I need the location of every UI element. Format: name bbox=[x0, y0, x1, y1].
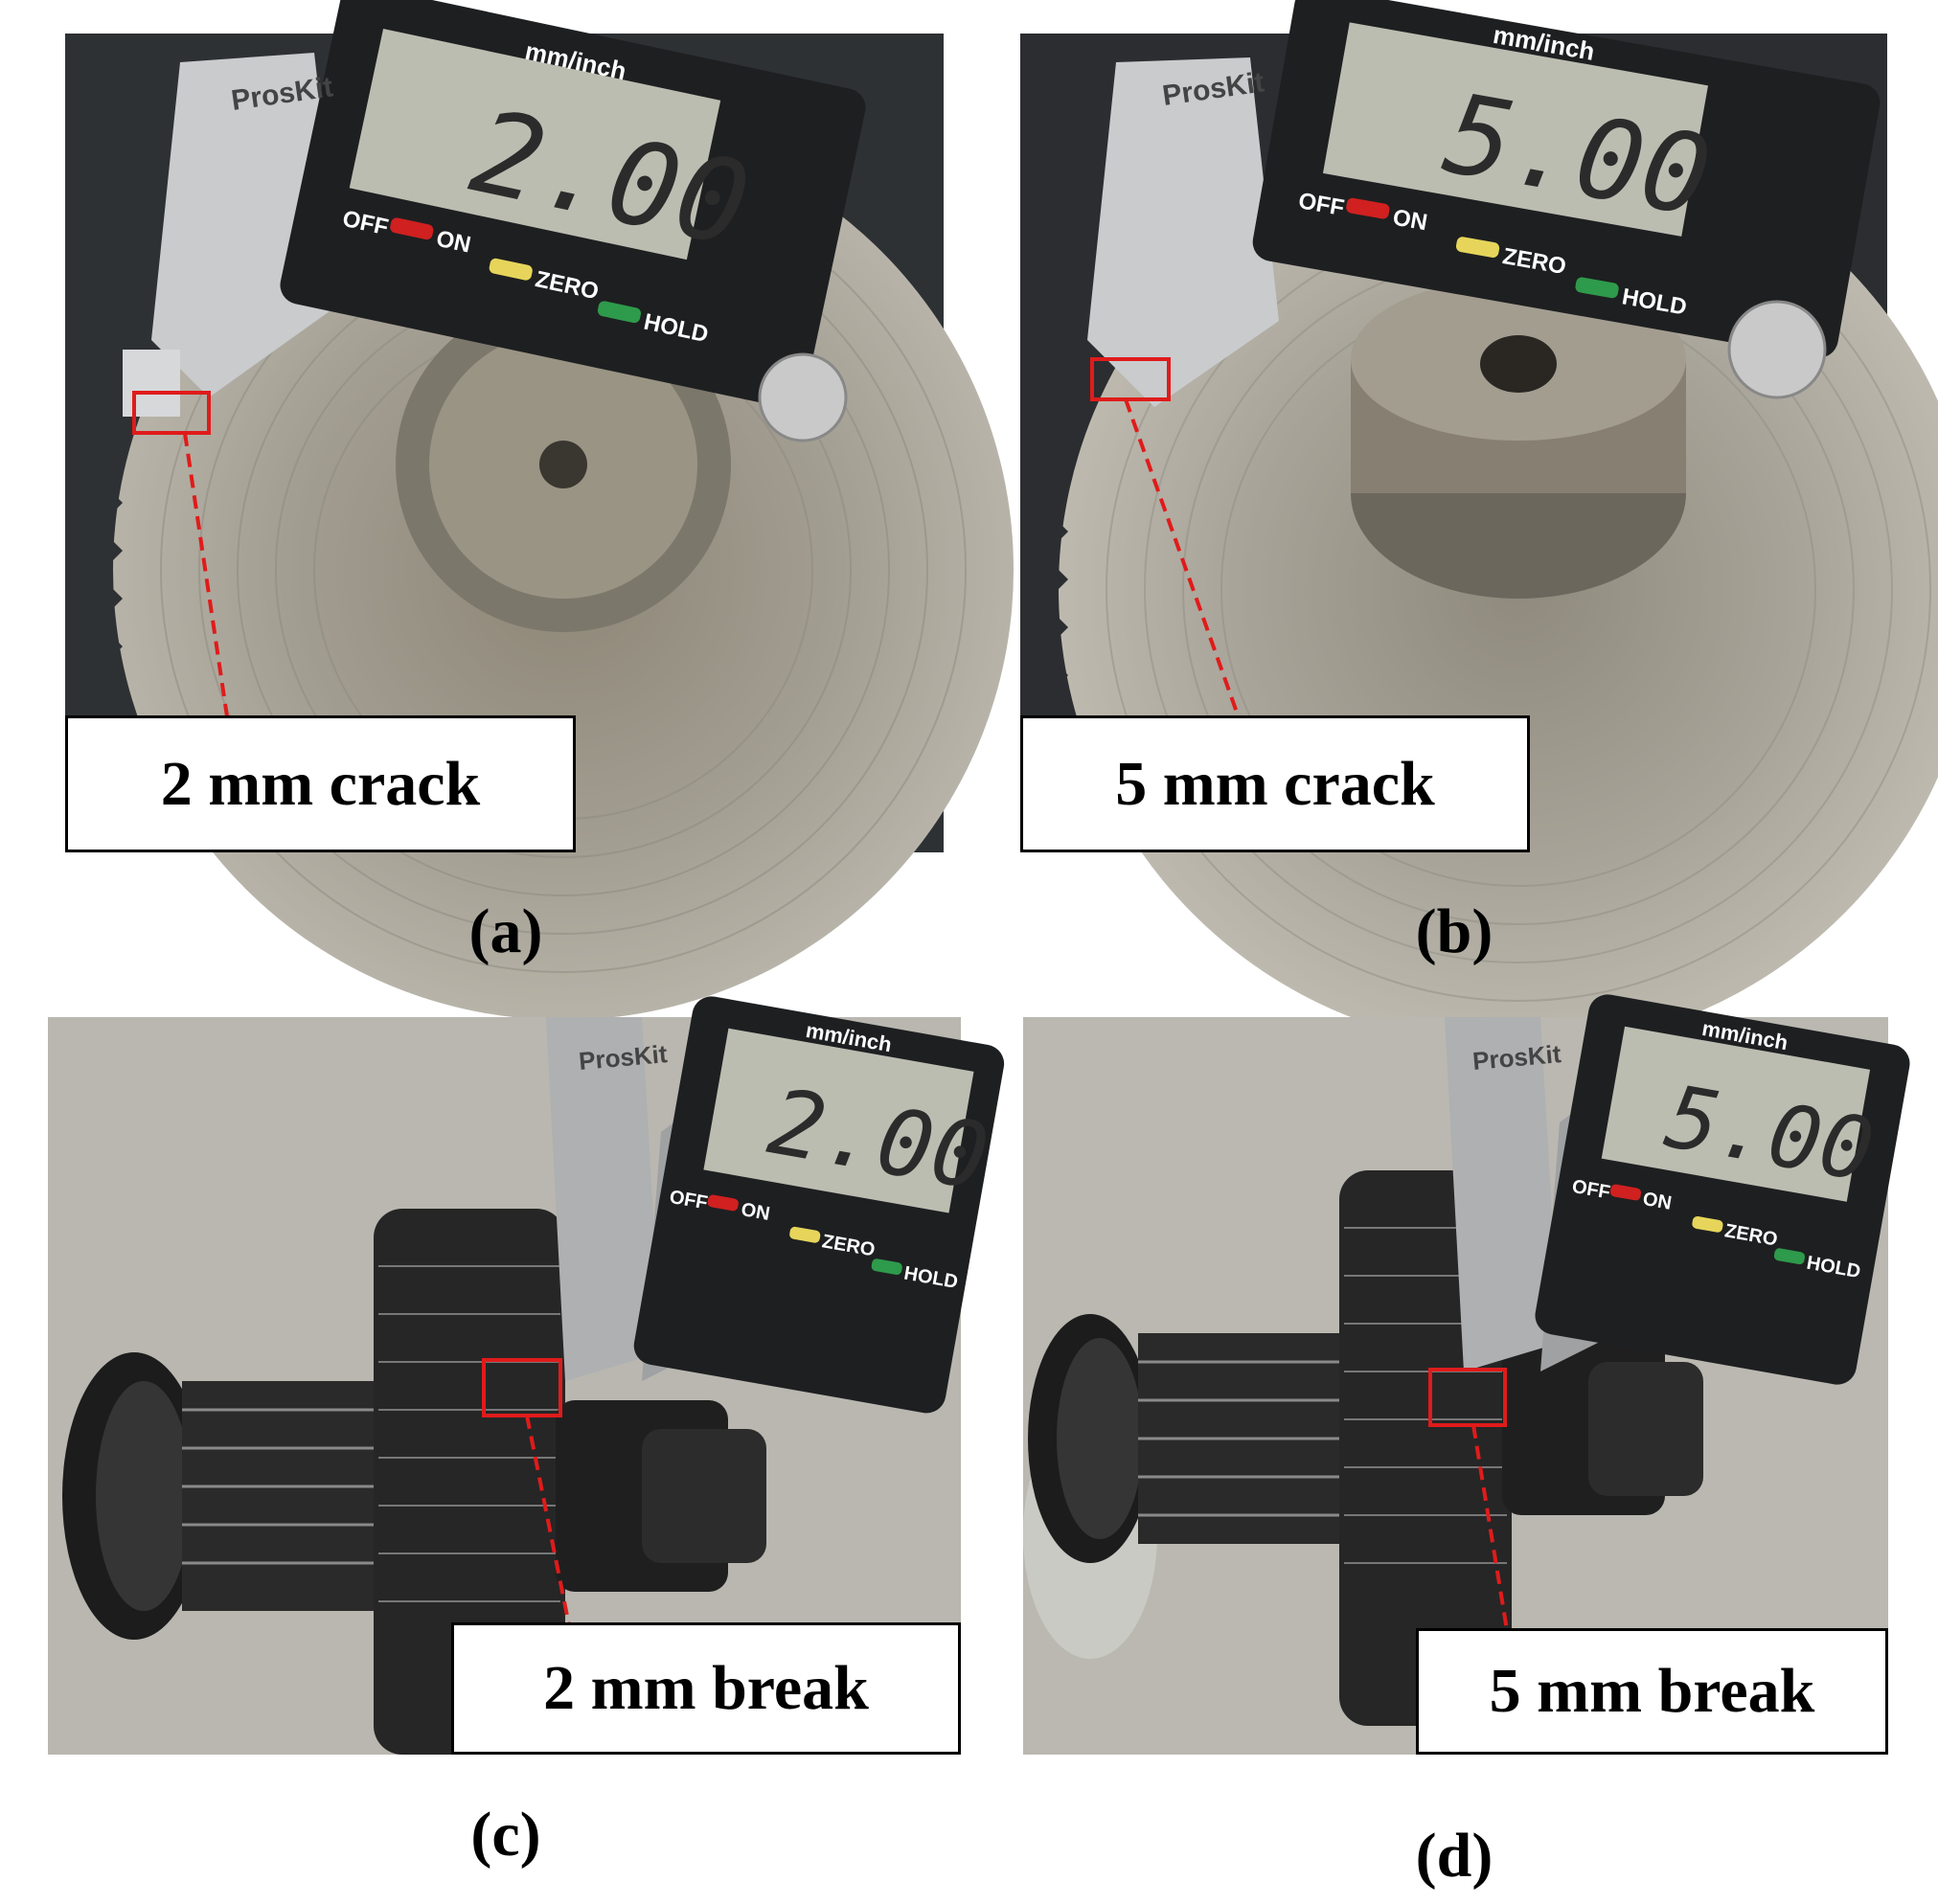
break-marker-box bbox=[1428, 1368, 1507, 1427]
subfigure-label-c: (c) bbox=[470, 1800, 541, 1870]
caption-box: 5 mm crack bbox=[1020, 715, 1530, 852]
subfigure-label-d: (d) bbox=[1415, 1821, 1493, 1891]
caption-text: 2 mm crack bbox=[160, 748, 481, 819]
caption-box: 2 mm break bbox=[451, 1622, 961, 1755]
panel-d-photo: 5.00 mm/inch OFF ON ZERO HOLD ProsKit 5 … bbox=[1023, 994, 1910, 1755]
panel-a-photo: 2.00 mm/inch OFF ON ZERO HOLD ProsKit 2 … bbox=[65, 0, 1014, 1020]
subfigure-label-b: (b) bbox=[1415, 896, 1493, 966]
crack-guide-line bbox=[1124, 398, 1243, 724]
on-label: ON bbox=[1391, 205, 1429, 237]
crack-marker-box bbox=[1090, 357, 1171, 401]
on-label: ON bbox=[740, 1199, 771, 1225]
panel-b-photo: 5.00 mm/inch OFF ON ZERO HOLD ProsKit 5 … bbox=[1020, 0, 1938, 1049]
crack-marker-box bbox=[132, 391, 211, 435]
caption-text: 5 mm crack bbox=[1115, 748, 1435, 819]
crack-guide-line bbox=[183, 432, 230, 724]
on-label: ON bbox=[1641, 1189, 1673, 1214]
break-guide-line bbox=[525, 1415, 572, 1631]
caption-text: 5 mm break bbox=[1489, 1656, 1815, 1726]
break-guide-line bbox=[1471, 1424, 1509, 1631]
caption-box: 5 mm break bbox=[1416, 1628, 1888, 1755]
caption-box: 2 mm crack bbox=[65, 715, 576, 852]
break-marker-box bbox=[482, 1358, 562, 1417]
panel-c-photo: 2.00 mm/inch OFF ON ZERO HOLD ProsKit 2 … bbox=[48, 996, 1005, 1755]
subfigure-label-a: (a) bbox=[468, 896, 543, 966]
caption-text: 2 mm break bbox=[543, 1653, 869, 1723]
